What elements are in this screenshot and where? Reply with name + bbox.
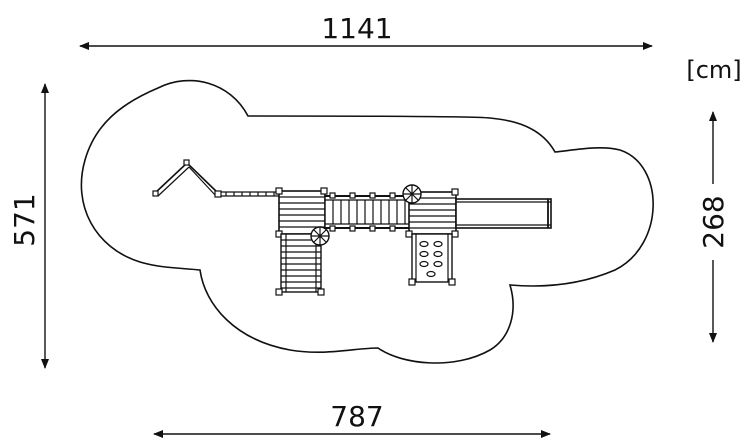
unit-label: [cm] [686, 56, 741, 84]
straight-slide [455, 198, 552, 229]
dimension-total-length-label: 1141 [321, 12, 392, 45]
dimension-lower-length: 787 [153, 400, 551, 438]
connecting-beam [221, 191, 280, 197]
left-tower [275, 187, 328, 238]
rope-bridge [324, 192, 412, 232]
safety-zone-outline [80, 79, 654, 364]
steering-wheel-left [310, 226, 330, 246]
dimension-lower-length-label: 787 [330, 400, 383, 433]
dimension-total-width: 571 [8, 83, 49, 369]
steering-wheel-right [402, 184, 422, 204]
climbing-wall [408, 233, 456, 286]
dimension-structure-width-label: 268 [697, 195, 730, 248]
play-structure [152, 159, 552, 296]
angled-slide [152, 159, 222, 198]
dimension-total-length: 1141 [79, 12, 653, 50]
dimension-total-width-label: 571 [8, 193, 41, 246]
dimension-structure-width: 268 [695, 111, 731, 343]
